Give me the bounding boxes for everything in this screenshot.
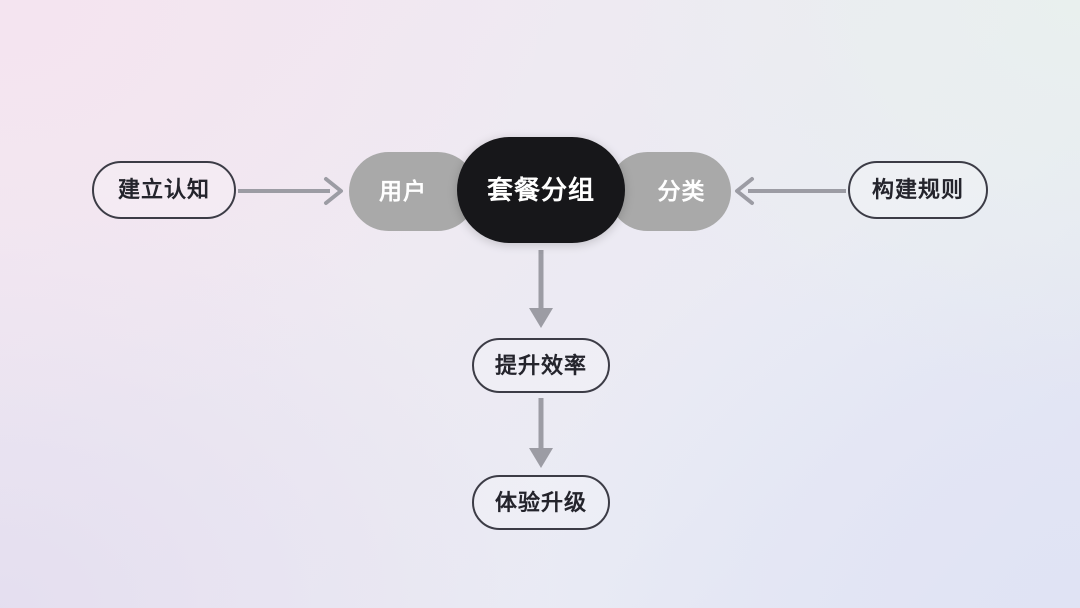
connector-establish-awareness-to-user xyxy=(238,177,343,205)
connector-package-group-to-improve-efficiency xyxy=(529,250,553,328)
node-category-label: 分类 xyxy=(657,178,706,204)
node-build-rules-label: 构建规则 xyxy=(871,177,964,202)
node-improve-efficiency[interactable]: 提升效率 xyxy=(472,338,610,393)
node-package-group-label: 套餐分组 xyxy=(486,175,595,205)
node-package-group[interactable]: 套餐分组 xyxy=(457,137,625,243)
node-user-label: 用户 xyxy=(379,178,427,204)
node-establish-awareness[interactable]: 建立认知 xyxy=(92,161,236,219)
node-build-rules[interactable]: 构建规则 xyxy=(848,161,988,219)
connector-improve-efficiency-to-experience-upgrade xyxy=(529,398,553,468)
node-user[interactable]: 用户 xyxy=(349,152,477,231)
connector-build-rules-to-category xyxy=(735,177,846,205)
node-establish-awareness-label: 建立认知 xyxy=(117,177,210,202)
node-experience-upgrade[interactable]: 体验升级 xyxy=(472,475,610,530)
node-experience-upgrade-label: 体验升级 xyxy=(494,489,587,515)
node-category[interactable]: 分类 xyxy=(608,152,731,231)
node-improve-efficiency-label: 提升效率 xyxy=(494,352,587,378)
